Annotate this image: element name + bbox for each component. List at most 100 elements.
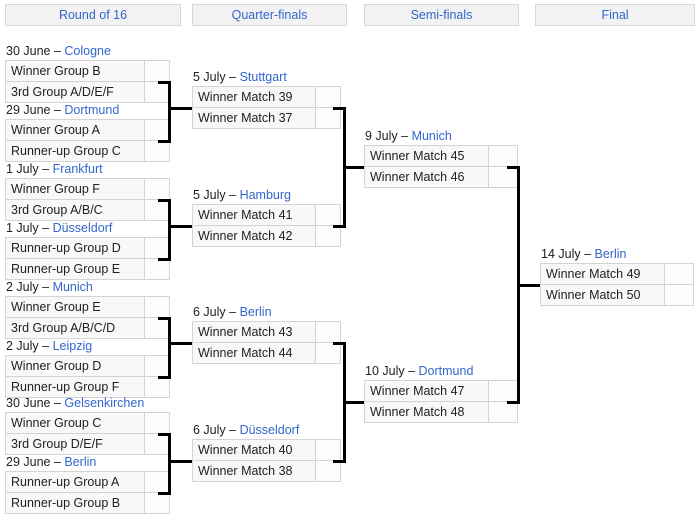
connector-r16-to-qf-4-out [168, 460, 192, 463]
match-venue-link[interactable]: Berlin [64, 455, 97, 469]
team-name-cell: Winner Match 37 [192, 107, 316, 129]
team-name-cell: Winner Match 49 [540, 263, 665, 285]
caption-separator: – [38, 339, 53, 353]
score-cell [315, 107, 341, 129]
caption-separator: – [225, 423, 240, 437]
connector-r16-to-qf-2-in-top [158, 199, 171, 202]
match-venue-link[interactable]: Berlin [239, 305, 272, 319]
match-venue-link[interactable]: Düsseldorf [239, 423, 300, 437]
match-date: 1 July [6, 162, 39, 176]
score-cell [488, 380, 518, 402]
score-cell [144, 258, 170, 280]
team-name-cell: Winner Match 38 [192, 460, 316, 482]
match-date: 30 June [6, 44, 51, 58]
match-venue-link[interactable]: Dortmund [418, 364, 474, 378]
table-row: Winner Group E [5, 296, 170, 318]
team-name-cell: Winner Group D [5, 355, 145, 377]
connector-sf-to-final-out [517, 284, 540, 287]
match-caption: 5 July – Hamburg [192, 188, 341, 204]
score-cell [144, 140, 170, 162]
connector-qf-to-sf-2-in-bottom [333, 460, 346, 463]
score-cell [315, 204, 341, 226]
match-caption: 29 June – Berlin [5, 455, 170, 471]
score-cell [488, 401, 518, 423]
round-header-final[interactable]: Final [535, 4, 695, 26]
match-venue-link[interactable]: Berlin [594, 247, 627, 261]
caption-separator: – [225, 70, 240, 84]
team-name-cell: Winner Match 43 [192, 321, 316, 343]
team-name-cell: Winner Group F [5, 178, 145, 200]
table-row: Winner Match 40 [192, 439, 341, 461]
match-venue-link[interactable]: Frankfurt [52, 162, 103, 176]
caption-separator: – [38, 162, 53, 176]
score-cell [315, 460, 341, 482]
team-name-cell: Winner Match 39 [192, 86, 316, 108]
score-cell [144, 199, 170, 221]
score-cell [144, 296, 170, 318]
connector-r16-to-qf-2-spine [168, 199, 171, 261]
match-caption: 1 July – Düsseldorf [5, 221, 170, 237]
score-cell [144, 355, 170, 377]
team-name-cell: Runner-up Group F [5, 376, 145, 398]
match-venue-link[interactable]: Leipzig [52, 339, 93, 353]
table-row: Winner Match 49 [540, 263, 694, 285]
match-venue-link[interactable]: Munich [52, 280, 93, 294]
match-caption: 1 July – Frankfurt [5, 162, 170, 178]
caption-separator: – [580, 247, 595, 261]
connector-r16-to-qf-3-out [168, 342, 192, 345]
match-date: 29 June [6, 103, 51, 117]
score-cell [315, 342, 341, 364]
round-header-semi-finals[interactable]: Semi-finals [364, 4, 519, 26]
match-caption: 30 June – Cologne [5, 44, 170, 60]
match-caption: 5 July – Stuttgart [192, 70, 341, 86]
match-venue-link[interactable]: Dortmund [64, 103, 120, 117]
table-row: Winner Group B [5, 60, 170, 82]
score-cell [315, 86, 341, 108]
team-name-cell: Winner Match 42 [192, 225, 316, 247]
match-venue-link[interactable]: Munich [411, 129, 452, 143]
match-date: 9 July [365, 129, 398, 143]
connector-r16-to-qf-4-in-bottom [158, 492, 171, 495]
match-date: 6 July [193, 423, 226, 437]
round-header-quarter-finals[interactable]: Quarter-finals [192, 4, 347, 26]
team-name-cell: Winner Group B [5, 60, 145, 82]
table-row: Winner Group F [5, 178, 170, 200]
match-venue-link[interactable]: Düsseldorf [52, 221, 113, 235]
team-name-cell: Runner-up Group E [5, 258, 145, 280]
match-venue-link[interactable]: Hamburg [239, 188, 291, 202]
connector-r16-to-qf-1-spine [168, 81, 171, 143]
team-name-cell: Winner Group E [5, 296, 145, 318]
table-row: Winner Match 50 [540, 284, 694, 306]
match-venue-link[interactable]: Cologne [64, 44, 111, 58]
score-cell [488, 145, 518, 167]
table-row: 3rd Group D/E/F [5, 433, 170, 455]
team-name-cell: Runner-up Group C [5, 140, 145, 162]
match-date: 5 July [193, 188, 226, 202]
connector-r16-to-qf-1-out [168, 107, 192, 110]
table-row: Winner Match 38 [192, 460, 341, 482]
caption-separator: – [38, 221, 53, 235]
team-name-cell: Winner Match 48 [364, 401, 489, 423]
match-venue-link[interactable]: Gelsenkirchen [64, 396, 145, 410]
match-caption: 9 July – Munich [364, 129, 518, 145]
connector-sf-to-final-in-bottom [507, 401, 520, 404]
connector-qf-to-sf-2-in-top [333, 342, 346, 345]
team-name-cell: Winner Match 40 [192, 439, 316, 461]
round-header-round-of-16[interactable]: Round of 16 [5, 4, 181, 26]
match-venue-link[interactable]: Stuttgart [239, 70, 287, 84]
